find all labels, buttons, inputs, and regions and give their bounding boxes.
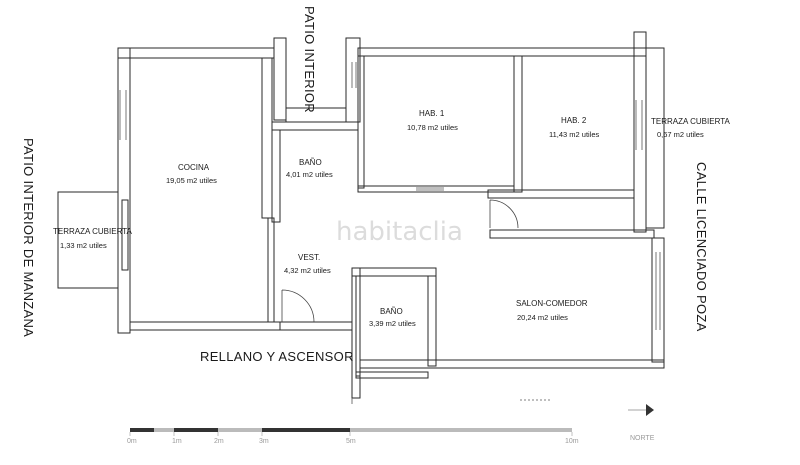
room-name-salon: SALON-COMEDOR <box>516 299 588 308</box>
scale-tick-3: 3m <box>259 438 269 445</box>
room-area-hab1: 10,78 m2 utiles <box>407 123 458 132</box>
room-name-bano1: BAÑO <box>299 158 322 167</box>
label-rellano: RELLANO Y ASCENSOR <box>200 349 354 364</box>
label-patio-manzana: PATIO INTERIOR DE MANZANA <box>21 138 36 337</box>
room-name-terraza-right: TERRAZA CUBIERTA <box>651 117 730 126</box>
walls <box>57 31 665 399</box>
room-area-terraza-left: 1,33 m2 utiles <box>60 241 107 250</box>
scale-tick-2: 2m <box>214 438 224 445</box>
scale-tick-5: 5m <box>346 438 356 445</box>
label-patio-interior: PATIO INTERIOR <box>302 6 317 113</box>
room-area-hab2: 11,43 m2 utiles <box>549 130 600 139</box>
watermark: habitaclia <box>336 217 463 247</box>
scale-tick-10: 10m <box>565 438 579 445</box>
room-area-bano1: 4,01 m2 utiles <box>286 170 333 179</box>
room-name-hab1: HAB. 1 <box>419 109 445 118</box>
doors <box>281 199 519 323</box>
scale-tick-1: 1m <box>172 438 182 445</box>
room-area-salon: 20,24 m2 utiles <box>517 313 568 322</box>
label-calle: CALLE LICENCIADO POZA <box>694 162 709 332</box>
north-arrow-icon <box>628 404 654 416</box>
room-name-bano2: BAÑO <box>380 307 403 316</box>
room-area-cocina: 19,05 m2 utiles <box>166 176 217 185</box>
room-area-bano2: 3,39 m2 utiles <box>369 319 416 328</box>
room-name-cocina: COCINA <box>178 163 210 172</box>
room-area-terraza-right: 0,67 m2 utiles <box>657 130 704 139</box>
room-name-terraza-left: TERRAZA CUBIERTA <box>53 227 132 236</box>
north-label: NORTE <box>630 435 655 442</box>
scale-tick-0: 0m <box>127 438 137 445</box>
room-area-vest: 4,32 m2 utiles <box>284 266 331 275</box>
room-name-hab2: HAB. 2 <box>561 116 587 125</box>
room-name-vest: VEST. <box>298 253 320 262</box>
windows <box>119 62 661 330</box>
scale-bar: 0m 1m 2m 3m 5m 10m <box>127 428 579 445</box>
